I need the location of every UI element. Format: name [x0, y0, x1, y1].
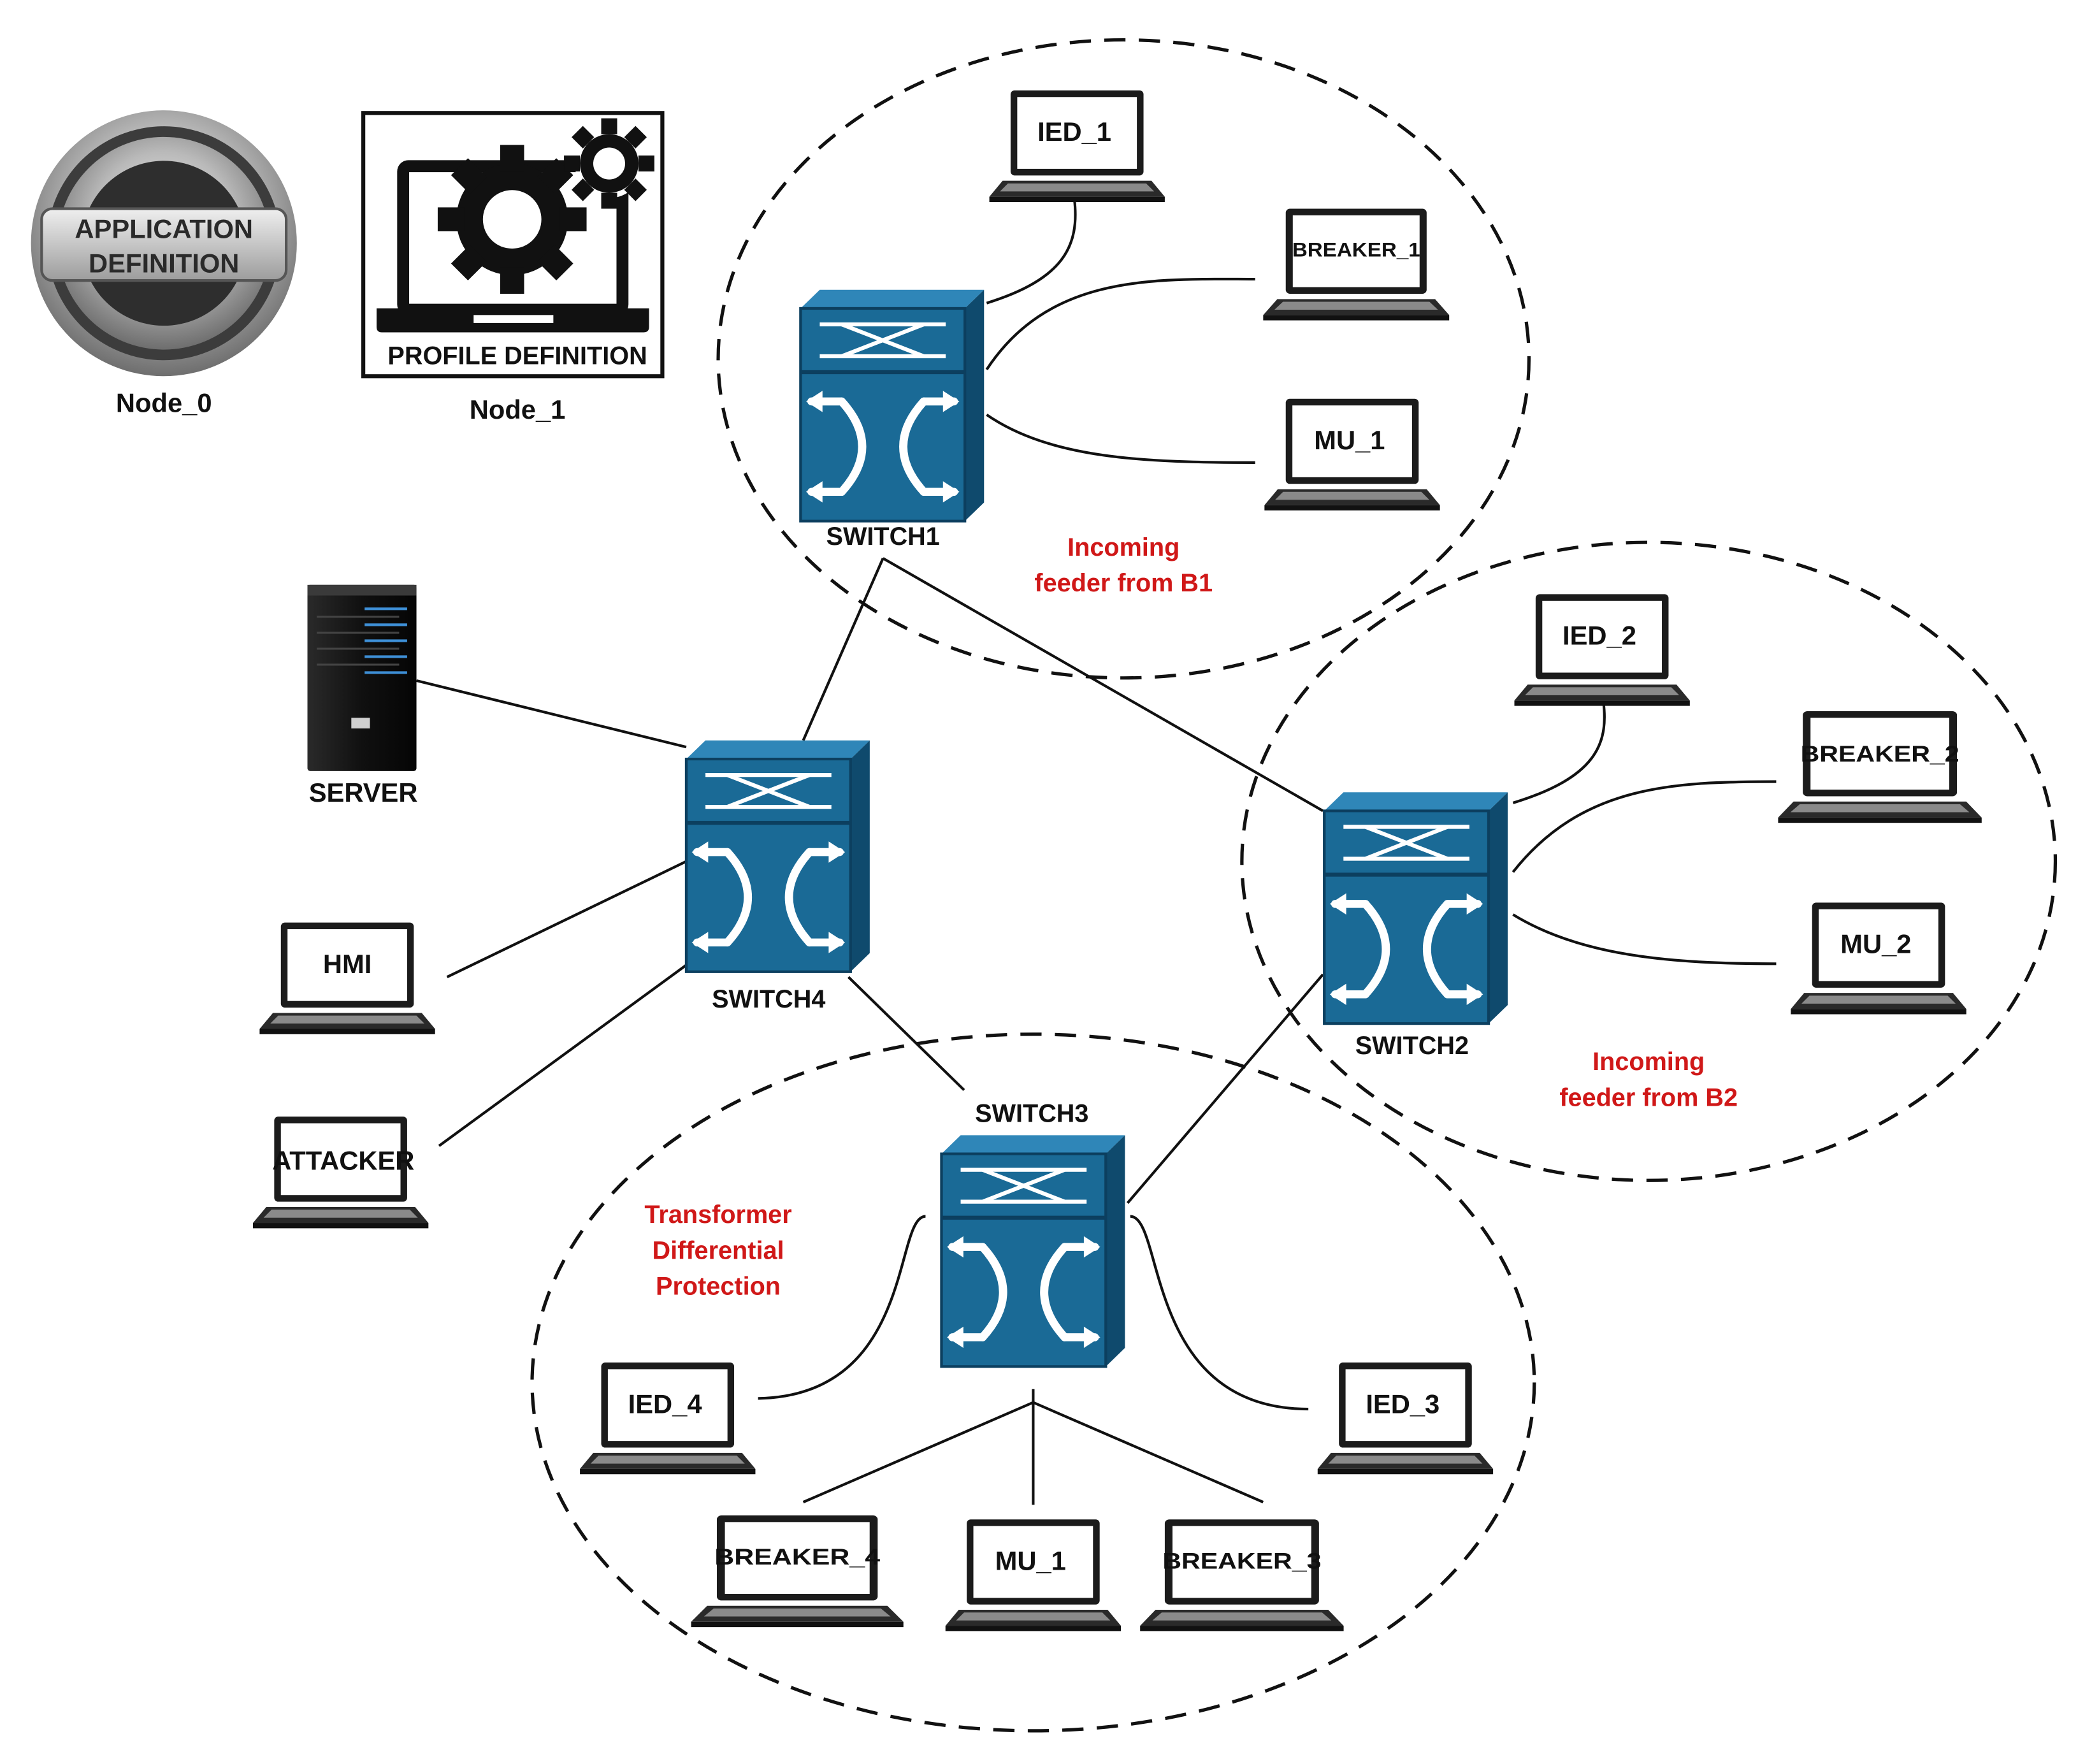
mu-label: MU_1 — [995, 1545, 1066, 1575]
breaker1-laptop[interactable]: BREAKER_1 — [1263, 208, 1450, 321]
links — [416, 199, 1777, 1505]
mu2-label: MU_2 — [1840, 929, 1911, 959]
profile-banner: PROFILE DEFINITION — [387, 342, 647, 370]
node0-label: Node_0 — [116, 388, 212, 418]
server-tower-icon[interactable] — [307, 584, 417, 771]
breaker3-laptop[interactable]: BREAKER_3 — [1140, 1519, 1344, 1631]
mu1-label: MU_1 — [1314, 425, 1385, 455]
link-switch1-switch2 — [882, 557, 1324, 813]
ied2-label: IED_2 — [1562, 621, 1636, 651]
switch1-label: SWITCH1 — [826, 523, 940, 551]
ied3-laptop[interactable]: IED_3 — [1317, 1363, 1494, 1475]
tx-note-line1: Transformer — [644, 1201, 791, 1229]
application-badge-icon[interactable]: APPLICATION DEFINITION — [31, 110, 297, 377]
link-server-switch4 — [416, 679, 687, 749]
group-b1-boundary — [716, 38, 1531, 680]
group-transformer-boundary — [530, 1032, 1536, 1733]
ied4-laptop[interactable]: IED_4 — [580, 1363, 756, 1475]
link-switch1-breaker1 — [985, 277, 1255, 371]
mu-laptop[interactable]: MU_1 — [945, 1519, 1122, 1631]
b1-note-line1: Incoming — [1067, 533, 1180, 561]
switch4-label: SWITCH4 — [712, 985, 825, 1013]
link-hub-breaker4 — [802, 1401, 1034, 1503]
ied1-laptop[interactable]: IED_1 — [989, 90, 1165, 203]
breaker2-laptop[interactable]: BREAKER_2 — [1778, 711, 1982, 823]
badge-line1: APPLICATION — [75, 213, 253, 243]
ied3-label: IED_3 — [1366, 1389, 1439, 1419]
link-switch2-mu2 — [1512, 913, 1777, 965]
link-attacker-switch4 — [438, 964, 688, 1147]
tx-note-line3: Protection — [656, 1273, 781, 1301]
laptop-gears-icon[interactable]: PROFILE DEFINITION — [361, 111, 665, 379]
switch2-label: SWITCH2 — [1355, 1032, 1469, 1060]
breaker1-label: BREAKER_1 — [1292, 238, 1420, 261]
switch2[interactable] — [1324, 792, 1508, 1023]
breaker4-laptop[interactable]: BREAKER_4 — [691, 1515, 904, 1628]
node1-label: Node_1 — [470, 394, 566, 424]
link-switch1-ied1 — [986, 199, 1077, 305]
hmi-laptop[interactable]: HMI — [259, 922, 435, 1034]
link-switch2-switch3 — [1126, 973, 1324, 1204]
link-switch1-mu1 — [986, 414, 1255, 464]
ied2-laptop[interactable]: IED_2 — [1514, 594, 1690, 706]
link-switch1-switch4 — [802, 558, 884, 741]
link-switch3-ied4 — [758, 1215, 926, 1400]
mu1-laptop[interactable]: MU_1 — [1264, 398, 1440, 510]
switch4[interactable] — [686, 741, 870, 972]
link-hub-breaker3 — [1032, 1401, 1264, 1503]
link-hmi-switch4 — [446, 860, 687, 979]
badge-line2: DEFINITION — [89, 249, 239, 278]
hmi-label: HMI — [323, 949, 372, 979]
b2-note-line1: Incoming — [1592, 1048, 1705, 1076]
breaker4-label: BREAKER_4 — [714, 1545, 880, 1570]
ied4-label: IED_4 — [628, 1389, 702, 1419]
attacker-laptop[interactable]: ATTACKER — [252, 1117, 429, 1229]
link-switch3-ied3 — [1130, 1215, 1309, 1411]
link-switch2-ied2 — [1512, 702, 1606, 804]
ied1-label: IED_1 — [1037, 117, 1111, 147]
breaker3-label: BREAKER_3 — [1162, 1549, 1321, 1574]
b1-note-line2: feeder from B1 — [1034, 569, 1213, 597]
attacker-label: ATTACKER — [272, 1146, 414, 1176]
mu2-laptop[interactable]: MU_2 — [1791, 902, 1966, 1015]
link-switch2-breaker2 — [1511, 780, 1777, 873]
switch1[interactable] — [800, 290, 984, 521]
b2-note-line2: feeder from B2 — [1559, 1083, 1738, 1111]
breaker2-label: BREAKER_2 — [1801, 742, 1959, 767]
tx-note-line2: Differential — [653, 1236, 784, 1264]
switch3-label: SWITCH3 — [975, 1100, 1088, 1128]
server-label: SERVER — [309, 777, 418, 807]
link-switch4-switch3 — [847, 976, 965, 1091]
switch3[interactable] — [941, 1135, 1125, 1366]
group-b2-boundary — [1240, 540, 2058, 1182]
